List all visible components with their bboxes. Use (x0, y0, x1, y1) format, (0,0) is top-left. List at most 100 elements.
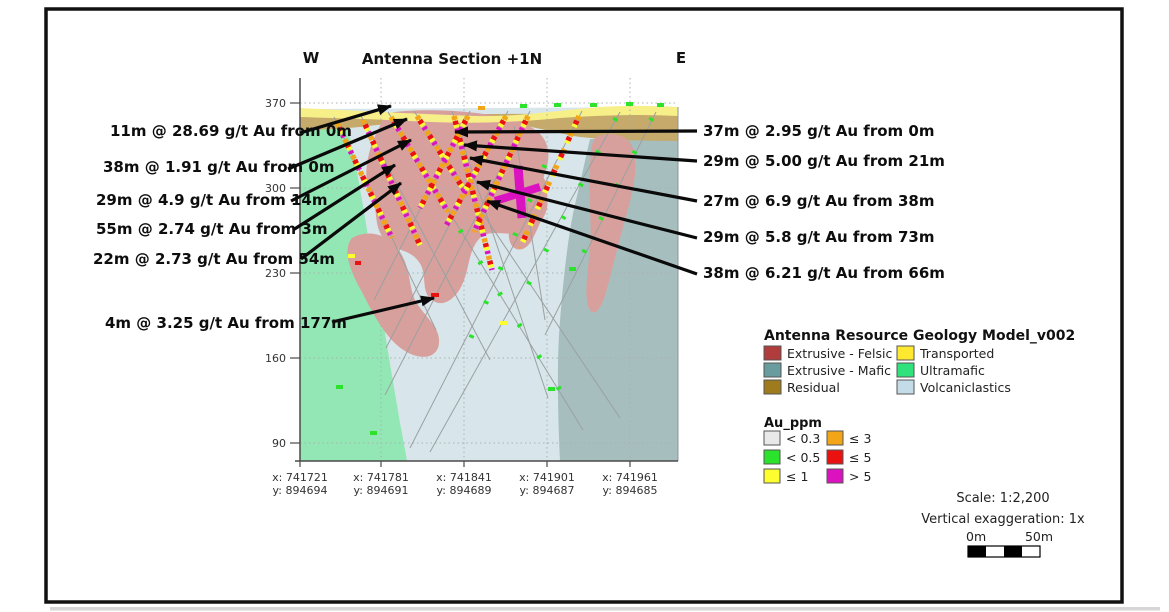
scale-bar (967, 545, 1041, 558)
au-legend-title: Au_ppm (764, 416, 822, 431)
coord-label-x: x: 741721 (272, 471, 328, 484)
intercept-arrow (292, 163, 396, 232)
assay-intervals (334, 102, 664, 435)
assay-interval (388, 115, 451, 214)
intercept-label-deep: 4m @ 3.25 g/t Au from 177m (105, 314, 347, 332)
legend-label: Transported (919, 346, 994, 361)
intercept-label-right: 38m @ 6.21 g/t Au from 66m (703, 264, 945, 282)
scale-block: Scale: 1:2,200 Vertical exaggeration: 1x… (921, 491, 1085, 558)
legend-swatch (896, 379, 915, 395)
intercept-label-left: 55m @ 2.74 g/t Au from 3m (96, 220, 327, 238)
geology-legend-title: Antenna Resource Geology Model_v002 (764, 328, 1075, 344)
legend-swatch (763, 449, 781, 465)
vertical-exaggeration: Vertical exaggeration: 1x (921, 512, 1085, 527)
elevation-tick-label: 370 (265, 97, 286, 110)
geology-mafic (557, 139, 678, 461)
scale-bar-start-label: 0m (966, 529, 986, 544)
elevation-labels: 370 300 230 160 90 (265, 97, 286, 450)
elevation-tick-label: 300 (265, 182, 286, 195)
intercept-arrow (463, 140, 698, 163)
assay-interval (517, 114, 582, 250)
legend-swatch (763, 468, 781, 484)
intercept-labels-left: 11m @ 28.69 g/t Au from 0m 38m @ 1.91 g/… (93, 122, 352, 332)
au-legend: Au_ppm < 0.3 < 0.5 ≤ 1 ≤ 3 ≤ 5 > 5 (763, 416, 871, 484)
legend-label: ≤ 5 (849, 450, 871, 465)
legend-swatch (826, 430, 844, 446)
legend-label: Ultramafic (920, 363, 985, 378)
coord-label-x: x: 741961 (602, 471, 658, 484)
legend-swatch (763, 430, 781, 446)
intercept-label-left: 38m @ 1.91 g/t Au from 0m (103, 158, 334, 176)
assay-interval (414, 114, 471, 198)
coord-label-x: x: 741901 (519, 471, 575, 484)
west-label: W (303, 49, 320, 67)
coord-label-y: y: 894689 (437, 484, 492, 497)
legend-label: < 0.3 (786, 431, 820, 446)
felsic-blob-main (366, 110, 549, 304)
intercept-label-left: 22m @ 2.73 g/t Au from 54m (93, 250, 335, 268)
intercept-label-left: 11m @ 28.69 g/t Au from 0m (110, 122, 352, 140)
legend-swatch (763, 362, 782, 378)
axes (290, 78, 678, 467)
intercept-label-right: 29m @ 5.8 g/t Au from 73m (703, 228, 934, 246)
east-label: E (676, 49, 686, 67)
legend-label: ≤ 1 (786, 469, 808, 484)
intercept-arrow (299, 104, 392, 135)
legend-label: < 0.5 (786, 450, 820, 465)
legend-label: Residual (787, 380, 840, 395)
assay-interval (471, 114, 531, 234)
legend-label: > 5 (849, 469, 871, 484)
coord-label-y: y: 894687 (520, 484, 575, 497)
legend-label: ≤ 3 (849, 431, 871, 446)
intercept-arrows (287, 104, 698, 324)
intercept-arrow (469, 155, 698, 203)
coord-label-y: y: 894685 (603, 484, 658, 497)
intercept-label-right: 27m @ 6.9 g/t Au from 38m (703, 192, 934, 210)
bottom-edge-strip (50, 607, 1160, 611)
elevation-tick-label: 90 (272, 437, 286, 450)
drillhole (429, 111, 621, 453)
intercept-label-left: 29m @ 4.9 g/t Au from 14m (96, 191, 327, 209)
assay-interval (451, 115, 495, 271)
coord-label-y: y: 894694 (273, 484, 328, 497)
intercept-label-right: 29m @ 5.00 g/t Au from 21m (703, 152, 945, 170)
legend-swatch (896, 345, 915, 361)
coordinate-labels: x: 741721 y: 894694 x: 741781 y: 894691 … (272, 471, 658, 497)
intercept-arrow (287, 117, 408, 171)
intercept-arrow (486, 199, 698, 276)
intercept-arrow (331, 295, 435, 324)
intercept-label-right: 37m @ 2.95 g/t Au from 0m (703, 122, 934, 140)
legend-swatch (896, 362, 915, 378)
elevation-tick-label: 230 (265, 267, 286, 280)
assay-interval (443, 114, 509, 228)
drillhole (451, 110, 549, 399)
legend-label: Extrusive - Felsic (787, 346, 892, 361)
intercept-arrow (476, 179, 698, 240)
legend-label: Extrusive - Mafic (787, 363, 891, 378)
legend-swatch (826, 449, 844, 465)
felsic-blob-lower (347, 233, 440, 357)
scale-ratio: Scale: 1:2,200 (956, 491, 1049, 506)
coord-label-x: x: 741841 (436, 471, 492, 484)
elevation-tick-label: 160 (265, 352, 286, 365)
intercept-labels-right: 37m @ 2.95 g/t Au from 0m 29m @ 5.00 g/t… (703, 122, 945, 282)
legend-swatch (763, 345, 782, 361)
intercept-arrow (454, 126, 698, 138)
page-title: Antenna Section +1N (362, 50, 542, 68)
drillhole (544, 111, 657, 336)
intercept-arrow (290, 138, 412, 203)
intercept-arrow (300, 181, 402, 261)
section-plot (300, 105, 679, 461)
legend-label: Volcaniclastics (920, 380, 1011, 395)
coord-label-x: x: 741781 (353, 471, 409, 484)
assay-ticks (336, 102, 664, 435)
coord-label-y: y: 894691 (354, 484, 409, 497)
assay-interval (334, 121, 395, 240)
scale-bar-end-label: 50m (1025, 529, 1053, 544)
assay-interval-high-grade (493, 183, 542, 205)
geology-legend: Antenna Resource Geology Model_v002 Extr… (763, 328, 1075, 395)
legend-swatch (763, 379, 782, 395)
legend-swatch (826, 468, 844, 484)
